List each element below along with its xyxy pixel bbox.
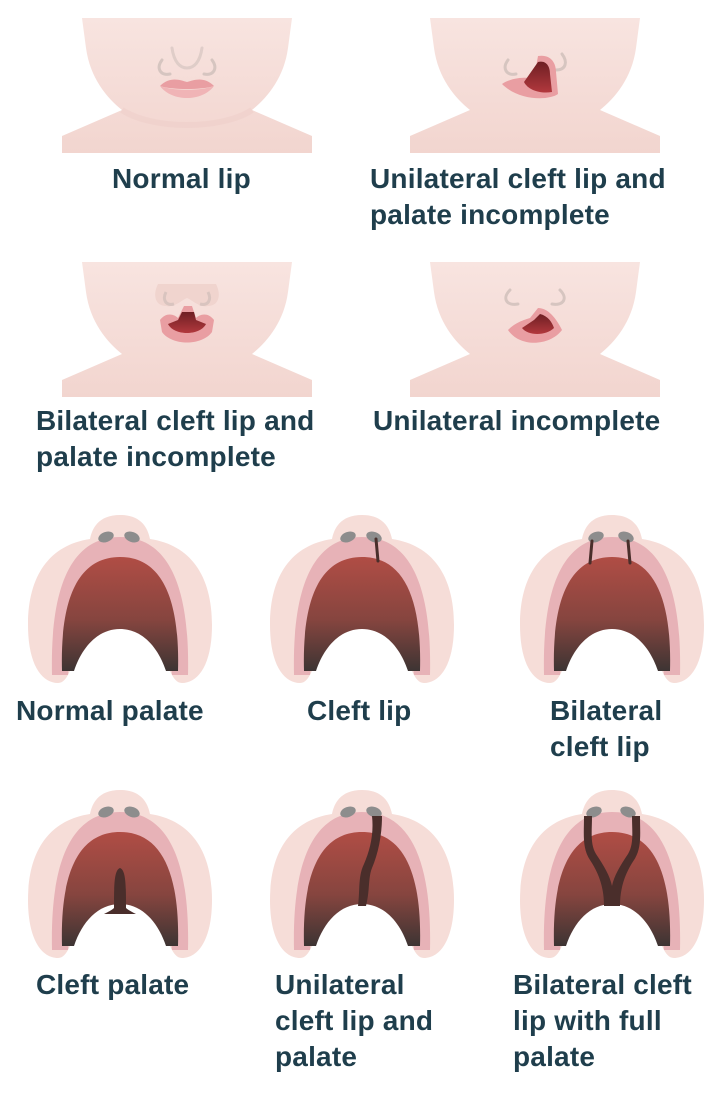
palate-cleft [358,816,382,906]
nostril-left [340,806,356,818]
bilateral-cleft-lip-label: Bilateral cleft lip [550,695,663,762]
nostril-right [620,806,636,818]
unilateral-cleft-lip-palate-incomplete-label: Unilateral cleft lip and palate incomple… [370,163,666,230]
cleft-palate-label: Cleft palate [36,969,190,1000]
nose [157,46,217,76]
palate-cleft [583,816,641,906]
bilateral-cleft-lip-full-palate-illustration [520,790,704,958]
nose [504,288,566,306]
nostril-right [618,531,634,543]
cleft-mouth [508,308,562,343]
nostril-right [124,531,140,543]
unilateral-incomplete-label: Unilateral incomplete [373,405,661,436]
normal-palate-illustration [28,515,212,683]
nostril-left [98,531,114,543]
cleft-lip-palate-illustration [270,515,454,683]
unilateral-cleft-lip-palate-label: Unilateral cleft lip and palate [275,969,434,1072]
lips [160,79,214,98]
palate-roof [61,557,179,671]
nose [155,284,219,307]
palate-roof [303,557,421,671]
nostril-left [340,531,356,543]
cleft-mouth [502,55,558,99]
cleft-line-left [588,539,594,565]
cleft-line [374,537,380,563]
cleft-line-right [626,539,632,565]
bilateral-cleft-lip-illustration [520,515,704,683]
cleft-palate-illustration [28,790,212,958]
nostril-right [124,806,140,818]
unilateral-incomplete-illustration [410,262,660,397]
normal-lip-illustration [62,18,312,153]
normal-palate-label: Normal palate [16,695,204,726]
bilateral-cleft-lip-palate-incomplete-label: Bilateral cleft lip and palate incomplet… [36,405,315,472]
nose [503,52,567,76]
cleft-lip-label: Cleft lip [307,695,412,726]
unilateral-cleft-lip-palate-incomplete-illustration [410,18,660,153]
nostril-left [586,806,602,818]
bilateral-cleft-lip-full-palate-label: Bilateral cleft lip with full palate [513,969,692,1072]
nostril-right [366,531,382,543]
normal-lip-label: Normal lip [112,163,251,194]
palate-roof [553,557,671,671]
bilateral-cleft-lip-palate-incomplete-illustration [62,262,312,397]
cleft-mouth [160,306,214,343]
palate-cleft [104,868,136,914]
nostril-right [366,806,382,818]
unilateral-cleft-lip-palate-illustration [270,790,454,958]
nostril-left [98,806,114,818]
